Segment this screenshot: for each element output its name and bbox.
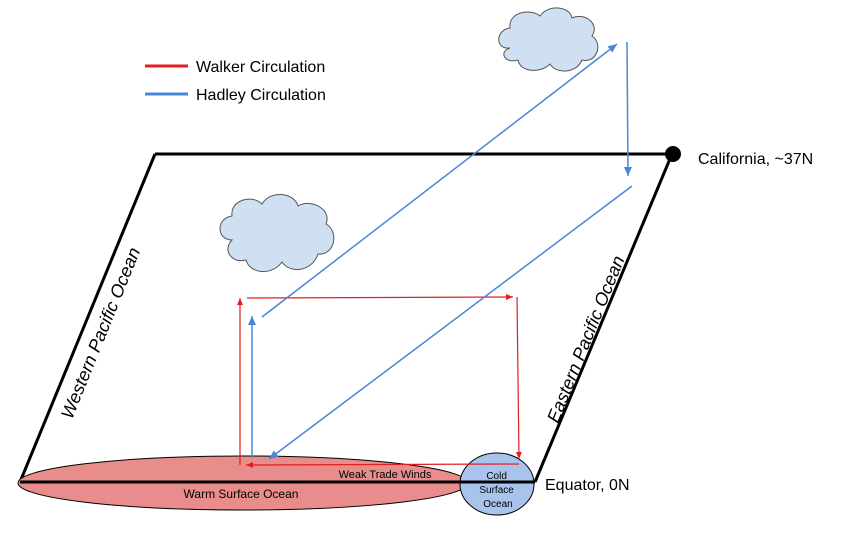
- eastern-pacific-label: Eastern Pacific Ocean: [543, 253, 628, 426]
- cold-surface-ocean-label: Cold Surface Ocean: [479, 471, 516, 510]
- ocean-plane: [18, 152, 674, 483]
- warm-surface-ocean-label: Warm Surface Ocean: [184, 487, 299, 501]
- cold-ocean-line-1: Cold: [486, 471, 507, 482]
- equator-label: Equator, 0N: [545, 477, 630, 494]
- hadley-poleward-arrow: [261, 43, 618, 318]
- hadley-return-arrow: [268, 185, 633, 460]
- walker-upper-east-arrow: [246, 294, 514, 301]
- plane-left-edge: [18, 153, 157, 483]
- hadley-sinking-arrow: [623, 41, 632, 177]
- cold-ocean-line-3: Ocean: [483, 499, 512, 510]
- plane-right-edge: [533, 153, 674, 483]
- walker-east-down: [515, 296, 522, 460]
- hadley-circulation: [248, 41, 633, 460]
- cold-surface-ocean: [459, 452, 535, 516]
- cold-ocean-line-2: Surface: [479, 485, 514, 496]
- legend-hadley-label: Hadley Circulation: [196, 87, 326, 104]
- western-pacific-label: Western Pacific Ocean: [57, 245, 144, 422]
- legend: Walker Circulation Hadley Circulation: [145, 59, 326, 104]
- walker-surface-west-arrow: [245, 461, 520, 468]
- legend-walker-label: Walker Circulation: [196, 59, 325, 76]
- california-label: California, ~37N: [698, 151, 813, 168]
- cloud-icon: [498, 7, 599, 72]
- trade-winds-label: Weak Trade Winds: [339, 469, 432, 481]
- walker-circulation: [237, 294, 522, 468]
- california-marker-icon: [665, 146, 681, 162]
- cloud-icon: [219, 194, 335, 272]
